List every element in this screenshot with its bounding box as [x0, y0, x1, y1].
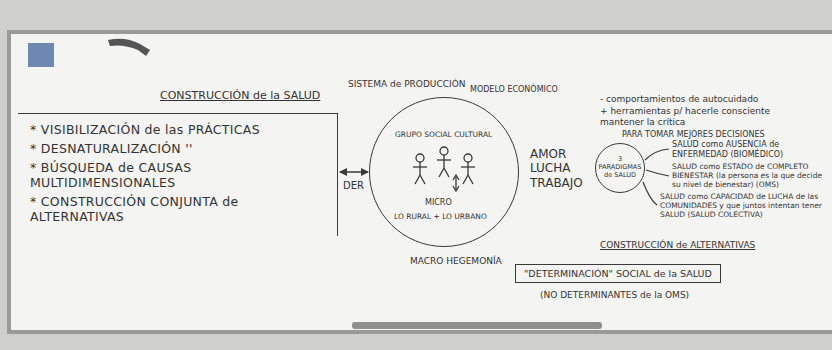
note-text: (NO DETERMINANTES de la OMS)	[540, 290, 689, 301]
note-text: - comportamientos de autocuidado	[600, 94, 815, 105]
sticker	[28, 43, 54, 67]
practice-list-box: * VISIBILIZACIÓN de las PRÁCTICAS * DESNA…	[18, 113, 338, 236]
node-text: LO RURAL + LO URBANO	[394, 212, 487, 221]
node-text: * CONSTRUCCIÓN CONJUNTA de ALTERNATIVAS	[30, 194, 327, 224]
paradigm-text: SALUD como CAPACIDAD de LUCHA de las COM…	[660, 192, 825, 219]
node-text: "DETERMINACIÓN" SOCIAL de la SALUD	[524, 268, 712, 279]
node-text: SISTEMA de PRODUCCIÓN	[348, 79, 465, 90]
board-title: CONSTRUCCIÓN de la SALUD	[160, 89, 320, 102]
board-surface	[9, 32, 832, 332]
social-group-circle: SISTEMA de PRODUCCIÓNMODELO ECONÓMICOGRU…	[369, 97, 519, 247]
double-arrow	[340, 171, 368, 173]
value-list: AMOR LUCHA TRABAJO	[530, 147, 594, 190]
determination-box: "DETERMINACIÓN" SOCIAL de la SALUD	[515, 264, 721, 283]
node-text: * DESNATURALIZACIÓN ''	[30, 141, 327, 156]
note-text: + herramientas p/ hacerle consciente man…	[600, 106, 815, 128]
section-label: CONSTRUCCIÓN de ALTERNATIVAS	[600, 240, 755, 251]
marker-tray	[352, 322, 602, 329]
node-text: MACRO HEGEMONÍA	[410, 256, 502, 267]
arrow-note: DER	[343, 180, 364, 192]
paradigm-text: SALUD como AUSENCIA de ENFERMEDAD (BIOMÉ…	[672, 140, 824, 159]
node-text: * BÚSQUEDA de CAUSAS MULTIDIMENSIONALES	[30, 160, 327, 190]
stick-figures	[413, 147, 475, 191]
node-text: GRUPO SOCIAL CULTURAL	[395, 130, 492, 139]
node-text: MODELO ECONÓMICO	[470, 85, 558, 95]
node-text: 3 PARADIGMAS de SALUD	[598, 156, 642, 179]
cable-clip	[108, 39, 150, 56]
paradigm-circle: 3 PARADIGMAS de SALUD	[595, 143, 645, 193]
paradigm-text: SALUD como ESTADO de COMPLETO BIENESTAR …	[672, 162, 824, 189]
node-text: * VISIBILIZACIÓN de las PRÁCTICAS	[30, 122, 327, 137]
note-text: PARA TOMAR MEJORES DECISIONES	[622, 130, 765, 140]
node-text: MICRO	[425, 198, 452, 208]
